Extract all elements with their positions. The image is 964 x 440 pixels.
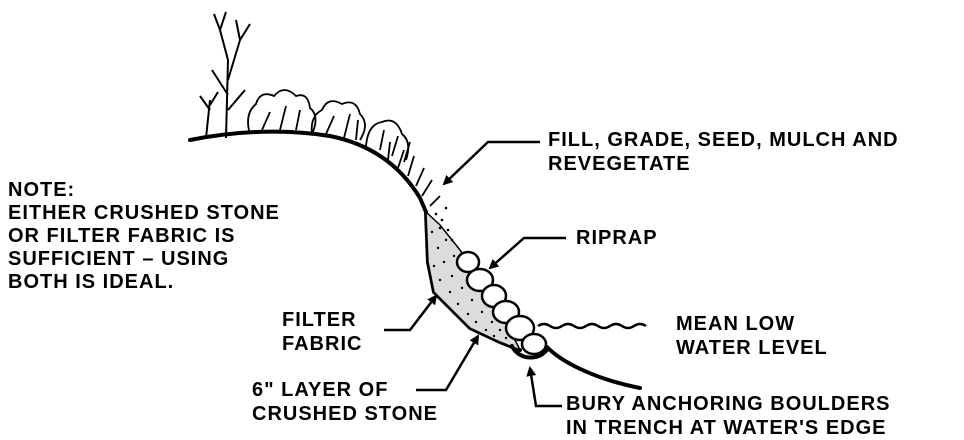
label-crushed-stone: 6" LAYER OF CRUSHED STONE <box>252 378 438 426</box>
water-surface <box>538 324 646 328</box>
note-line: BOTH IS IDEAL. <box>8 271 280 294</box>
leader-filter-fabric <box>384 296 436 330</box>
leader-bury-boulders <box>530 368 562 406</box>
leader-fill-grade <box>444 142 540 184</box>
note-line: SUFFICIENT – USING <box>8 248 280 271</box>
label-riprap: RIPRAP <box>576 226 658 250</box>
note-title: NOTE: <box>8 179 280 202</box>
note-line: OR FILTER FABRIC IS <box>8 225 280 248</box>
label-filter-fabric: FILTER FABRIC <box>282 308 362 356</box>
tree-icon <box>200 12 250 138</box>
label-bury-boulders: BURY ANCHORING BOULDERS IN TRENCH AT WAT… <box>566 392 891 440</box>
label-mean-low-water: MEAN LOW WATER LEVEL <box>676 312 828 360</box>
note-block: NOTE: EITHER CRUSHED STONE OR FILTER FAB… <box>8 179 280 294</box>
label-fill-grade: FILL, GRADE, SEED, MULCH AND REVEGETATE <box>548 128 899 176</box>
leader-riprap <box>490 238 566 268</box>
note-line: EITHER CRUSHED STONE <box>8 202 280 225</box>
